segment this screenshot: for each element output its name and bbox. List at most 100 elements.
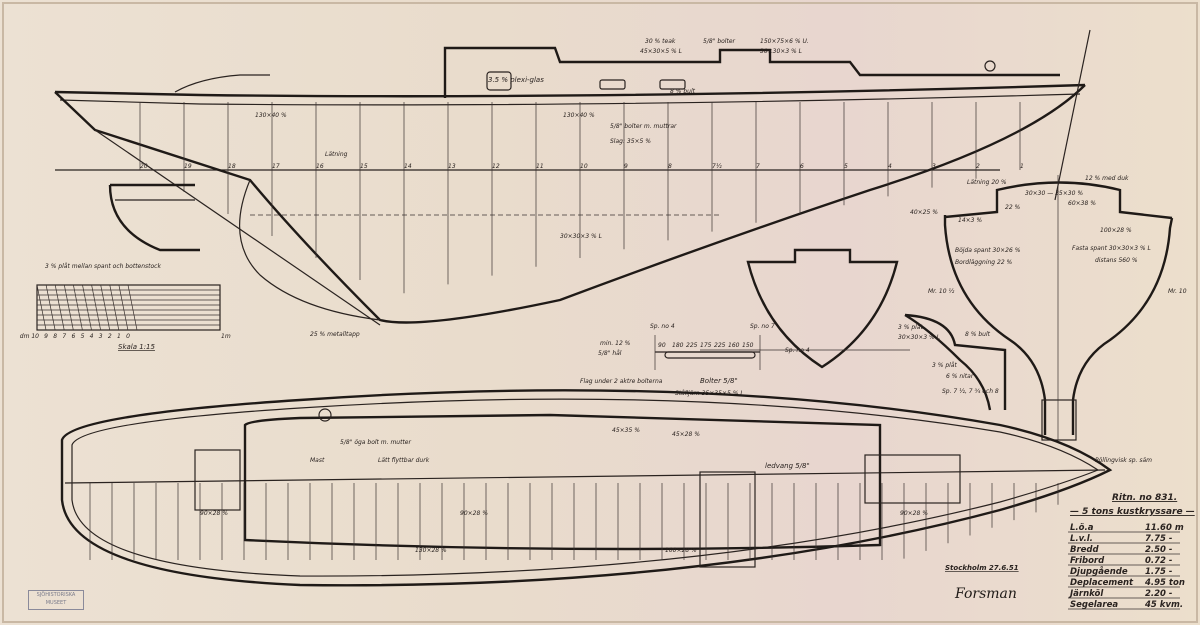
label-beam: 130×40 % [563, 112, 595, 119]
spec-value: 2.20 - [1145, 589, 1173, 599]
label-tie5: 100×28 % [665, 547, 697, 554]
label-spacing: distans 560 % [1095, 257, 1138, 264]
station-number: 5 [844, 163, 848, 170]
label-rail3: 100×28 % [1100, 227, 1132, 234]
spec-value: 7.75 - [1145, 534, 1173, 544]
label-flag: Flag under 2 aktre bolterna [580, 378, 663, 385]
label-beam2: 130×40 % [255, 112, 287, 119]
station-number: 12 [492, 163, 500, 170]
label-dek: 12 % med duk [1085, 175, 1129, 182]
hull-profile [54, 84, 1086, 324]
spec-value: 2.50 - [1145, 545, 1173, 555]
label-plank2: 45×28 % [672, 431, 700, 438]
deck-edge-detail [904, 313, 1007, 411]
museum-stamp: SJÖHISTORISKA MUSEET [28, 590, 84, 610]
station-number: 18 [228, 163, 236, 170]
spec-label: L.ö.a [1070, 523, 1094, 533]
label-min: min. 12 % [600, 340, 631, 347]
label-nitar: 6 % nitar [946, 373, 974, 380]
spec-label: Fribord [1070, 556, 1105, 566]
station-number: 17 [272, 163, 280, 170]
label-hatch: Lätt flyttbar durk [378, 457, 430, 464]
label-tie1: 90×28 % [200, 510, 228, 517]
station-number: 3 [932, 163, 936, 170]
scale-tick: 5 [81, 333, 85, 340]
station-number: 8 [668, 163, 672, 170]
label-slag: Slag: 35×5 % [610, 138, 651, 145]
spec-value: 11.60 m [1145, 523, 1184, 533]
label-rail2: 14×3 % [958, 217, 982, 224]
scale-tick: 4 [90, 333, 94, 340]
spec-label: Bredd [1070, 545, 1100, 555]
scale-tick: 9 [44, 333, 48, 340]
scale-diagonal [54, 284, 65, 331]
label-bow: Pöllingvisk sp. säm [1095, 457, 1152, 464]
scale-diagonal [63, 284, 74, 331]
scale-diagonal [82, 284, 92, 331]
spec-label: Segelarea [1070, 600, 1118, 610]
forestay [1054, 29, 1091, 201]
label-sec-beam: 30×30 — 35×30 % [1025, 190, 1083, 197]
plexiglas-window [486, 71, 512, 91]
drawing-title: — 5 tons kustkryssare — [1070, 507, 1195, 517]
label-plate-note: 3 % plåt mellan spant och bottenstock [45, 263, 161, 270]
stern-post [94, 129, 381, 326]
bolt-spacing-value: 180 [672, 342, 684, 349]
scale-diagonal [118, 284, 129, 331]
label-plate60: 60×38 % [1068, 200, 1096, 207]
label-sp: Sp. 7 ½, 7 ¾ och 8 [942, 388, 999, 395]
spec-value: 0.72 - [1145, 556, 1173, 566]
vent-fitting [984, 60, 996, 72]
station-number: 6 [800, 163, 804, 170]
drawing-number: Ritn. no 831. [1112, 493, 1177, 503]
scale-tick: 7 [62, 333, 66, 340]
bolt-spacing-value: 225 [686, 342, 698, 349]
porthole-2 [659, 79, 686, 90]
hull-section [943, 175, 1174, 441]
scale-diagonal [91, 284, 101, 331]
spec-label: L.v.l. [1070, 534, 1093, 544]
station-number: 19 [184, 163, 192, 170]
scale-diagonal [45, 284, 56, 331]
station-number: 16 [316, 163, 324, 170]
bolt-spacing-value: 150 [742, 342, 754, 349]
station-number: 10 [580, 163, 588, 170]
frame-lines [139, 102, 1021, 294]
spec-value: 1.75 - [1145, 567, 1173, 577]
bolt-spacing-value: 225 [714, 342, 726, 349]
label-mr-left: Mr. 10 ½ [928, 288, 954, 295]
label-lining20: Lätning 20 % [967, 179, 1007, 186]
station-number: 9 [624, 163, 628, 170]
scale-diagonal [127, 284, 138, 331]
station-number: 14 [404, 163, 412, 170]
station-number: 20 [140, 163, 148, 170]
bolt-spacing-value: 90 [658, 342, 666, 349]
label-angle2: 30×30×3 % L [760, 48, 802, 55]
label-bent-frame: Böjda spant 30×26 % [955, 247, 1021, 254]
label-bolt-nut: 5/8" bolter m. muttrar [610, 123, 677, 130]
label-lining: Lätning [325, 151, 348, 158]
deck-line [59, 93, 1081, 106]
scale-tick: 8 [53, 333, 57, 340]
keel-fin [239, 179, 381, 321]
label-bult8: 8 % bult [670, 88, 696, 95]
label-fixed-frame: Fasta spant 30×30×3 % L [1072, 245, 1151, 252]
scale-diagonal [100, 284, 111, 331]
scale-tick: 6 [71, 333, 75, 340]
plan-view [60, 389, 1113, 587]
label-bolt: 5/8" bolter [703, 38, 736, 45]
station-number: 11 [536, 163, 544, 170]
label-ledvang: ledvang 5/8" [765, 462, 810, 470]
label-bolter: Bolter 5/8" [700, 377, 738, 385]
station-number: 7½ [712, 163, 722, 170]
porthole-1 [599, 79, 626, 90]
label-sp-no4: Sp. no 4 [785, 347, 810, 354]
cockpit-coaming [174, 74, 270, 93]
label-sp4: Sp. no 4 [650, 323, 675, 330]
